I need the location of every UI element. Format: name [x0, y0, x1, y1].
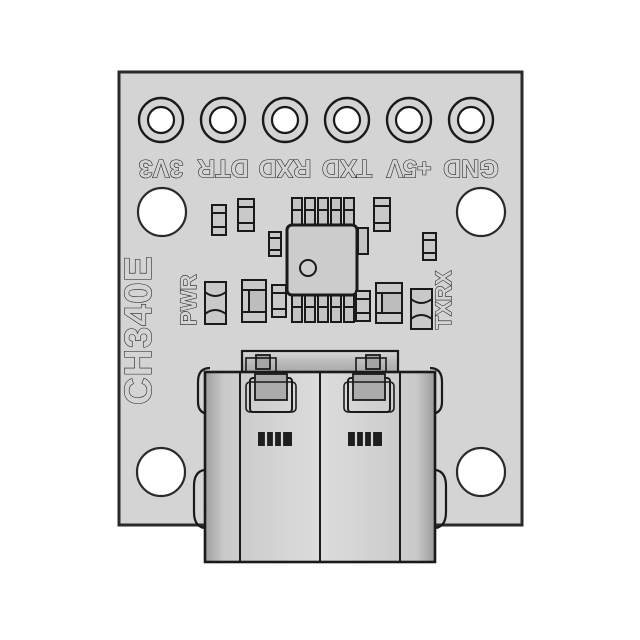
pin-pad-dtr[interactable]	[199, 96, 247, 144]
mounting-hole-top-left	[136, 186, 188, 238]
ch340e-ic	[285, 197, 369, 323]
usb-c-receptacle[interactable]	[192, 349, 448, 564]
pin-pad-txd[interactable]	[323, 96, 371, 144]
smd-resistor	[375, 282, 403, 324]
smd-components-lower	[204, 279, 433, 330]
mounting-holes	[135, 186, 507, 498]
pin-pad-gnd[interactable]	[447, 96, 495, 144]
mounting-hole-bottom-right	[455, 446, 507, 498]
usb-clip-right	[435, 468, 448, 530]
silk-pwr-label: PWR	[176, 274, 201, 325]
pin-label-3v3: 3V3	[139, 154, 183, 182]
pin-pad-rxd[interactable]	[261, 96, 309, 144]
usb-latch-left	[245, 373, 297, 413]
smd-capacitor	[373, 197, 391, 232]
smd-resistor	[237, 198, 255, 232]
smd-components-upper	[211, 197, 437, 261]
ic-pin1-dot	[299, 259, 317, 277]
pin-pad-5v[interactable]	[385, 96, 433, 144]
mounting-hole-bottom-left	[135, 446, 187, 498]
smd-capacitor	[271, 284, 287, 318]
smd-resistor	[211, 204, 227, 236]
mounting-hole-top-right	[455, 186, 507, 238]
smd-capacitor	[422, 232, 437, 261]
usb-vent-right	[348, 432, 382, 446]
led-data	[410, 288, 433, 330]
usb-latch-right	[343, 373, 395, 413]
silk-txrx-label: TXRX	[431, 270, 456, 329]
pin-label-gnd: GND	[443, 154, 499, 182]
usb-rear-tab-right	[365, 354, 381, 370]
usb-rear-tab-left	[255, 354, 271, 370]
smd-capacitor	[355, 290, 371, 322]
silk-part-label: CH340E	[118, 255, 160, 405]
pin-header-row: 3V3 DTR RXD TXD +5V GND	[137, 96, 499, 183]
pin-pad-3v3[interactable]	[137, 96, 185, 144]
led-power	[204, 281, 227, 325]
smd-capacitor	[268, 231, 282, 257]
smd-resistor	[241, 279, 267, 323]
pin-label-rxd: RXD	[259, 154, 312, 182]
usb-vent-left	[258, 432, 292, 446]
pin-label-dtr: DTR	[197, 154, 248, 182]
ic-body	[285, 223, 359, 297]
usb-clip-left	[192, 468, 205, 530]
pin-label-5v: +5V	[386, 154, 432, 182]
pin-label-txd: TXD	[322, 154, 372, 182]
